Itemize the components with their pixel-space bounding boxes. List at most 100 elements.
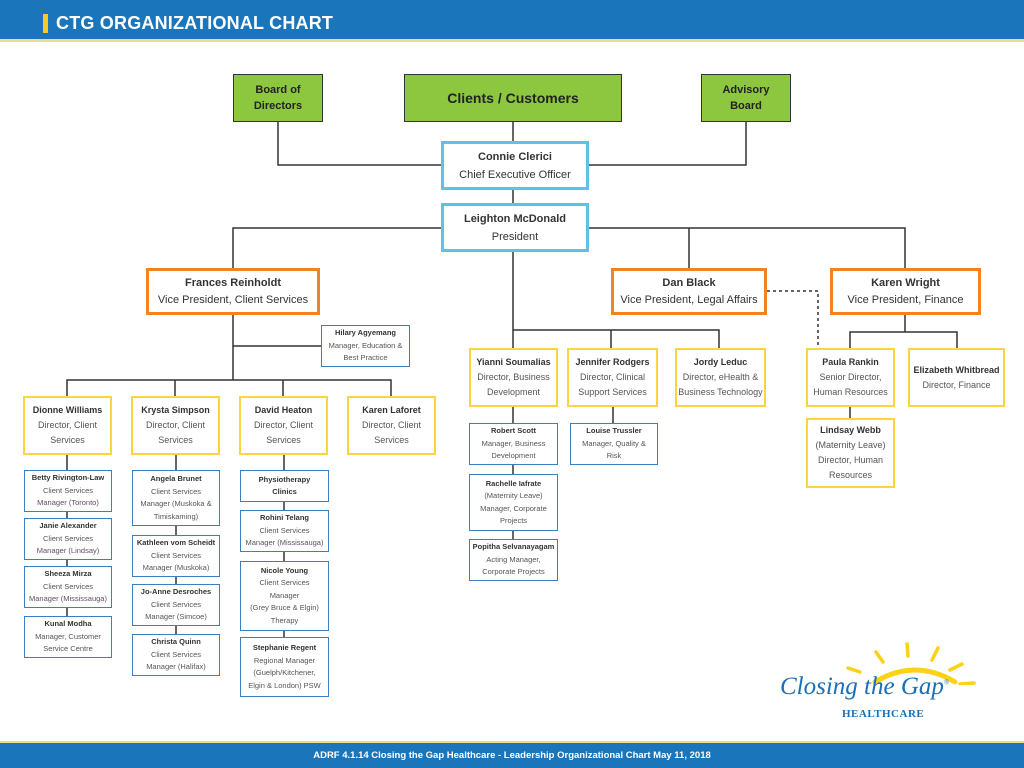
logo-subtext: HEALTHCARE [842, 708, 925, 720]
person-title: Director, Finance [922, 379, 991, 390]
person-title: Vice President, Client Services [157, 293, 309, 306]
person-name: Leighton McDonald [463, 212, 567, 225]
person-title: Client Services Manager (Grey Bruce & El… [250, 578, 319, 625]
person-title: Client Services Manager (Muskoka & Timis… [140, 486, 212, 521]
person-name: Yianni Soumalias [476, 357, 551, 367]
person-title: President [491, 230, 539, 243]
person-name: David Heaton [254, 405, 313, 415]
person-name: Connie Clerici [478, 150, 552, 163]
person-title: Director, Client Services [145, 420, 206, 445]
board-label: Board of Directors [253, 84, 303, 112]
person-title: Regional Manager (Guelph/Kitchener, Elgi… [248, 655, 321, 690]
person-title: Client Services Manager (Simcoe) [145, 599, 207, 622]
person-title: (Maternity Leave) Director, Human Resour… [815, 440, 886, 480]
person-name: Louise Trussler [586, 426, 642, 436]
person-title: Client Services Manager (Muskoka) [142, 550, 210, 573]
person-title: Client Services Manager (Mississauga) [29, 581, 107, 604]
manager-box: Physiotherapy Clinics [240, 470, 329, 502]
person-title: Director, Business Development [477, 372, 550, 397]
person-title: Client Services Manager (Lindsay) [36, 533, 100, 556]
header: CTG ORGANIZATIONAL CHART [0, 0, 1024, 42]
person-name: Elizabeth Whitbread [913, 364, 1000, 375]
person-name: Rachelle Iafrate [485, 478, 542, 488]
registered-mark: ® [943, 678, 950, 687]
person-title: Client Services Manager (Toronto) [37, 485, 99, 508]
person-name: Frances Reinholdt [185, 276, 281, 289]
logo-text: Closing the Gap [780, 673, 944, 700]
person-name: Dan Black [662, 276, 716, 289]
person-title: Client Services Manager (Halifax) [146, 649, 206, 672]
person-name: Christa Quinn [151, 637, 201, 647]
person-name: Physiotherapy Clinics [258, 474, 311, 497]
person-name: Angela Brunet [150, 474, 202, 483]
person-name: Kunal Modha [44, 619, 92, 629]
person-name: Sheeza Mirza [44, 569, 92, 579]
person-title: Vice President, Legal Affairs [620, 293, 758, 306]
person-name: Jo-Anne Desroches [140, 587, 212, 597]
person-name: Karen Wright [871, 276, 940, 289]
person-title: Director, Client Services [37, 420, 98, 445]
sun-icon [846, 642, 976, 685]
footer-text: ADRF 4.1.14 Closing the Gap Healthcare -… [313, 750, 711, 761]
person-name: Jennifer Rodgers [575, 357, 650, 367]
person-name: Karen Laforet [362, 405, 421, 415]
person-name: Janie Alexander [39, 521, 97, 531]
person-name: Rohini Telang [259, 513, 310, 523]
person-title: Director, eHealth & Business Technology [678, 372, 763, 397]
person-name: Popitha Selvanayagam [472, 542, 555, 552]
manager-box: Rachelle Iafrate(Maternity Leave) Manage… [469, 474, 558, 531]
director-box: Lindsay Webb(Maternity Leave) Director, … [806, 418, 895, 488]
person-title: Senior Director, Human Resources [813, 372, 888, 397]
person-title: Director, Clinical Support Services [578, 372, 647, 397]
advisory-board-box: Advisory Board [701, 74, 791, 122]
person-title: Manager, Quality & Risk [582, 438, 646, 461]
person-title: Manager, Business Development [481, 438, 546, 461]
person-title: Director, Client Services [253, 420, 314, 445]
person-title: Chief Executive Officer [459, 168, 571, 181]
person-name: Jordy Leduc [693, 357, 748, 367]
person-name: Betty Rivington-Law [31, 473, 105, 483]
person-name: Hilary Agyemang [335, 328, 396, 338]
person-title: Director, Client Services [361, 420, 422, 445]
person-name: Nicole Young [260, 565, 309, 575]
advisory-label: Advisory Board [722, 84, 770, 112]
person-title: Manager, Education & Best Practice [328, 340, 403, 363]
clients-customers-box: Clients / Customers [404, 74, 622, 122]
person-name: Kathleen vom Scheidt [136, 538, 216, 548]
clients-label: Clients / Customers [447, 90, 579, 106]
footer: ADRF 4.1.14 Closing the Gap Healthcare -… [0, 741, 1024, 768]
person-name: Paula Rankin [822, 357, 879, 367]
closing-the-gap-logo: Closing the Gap® HEALTHCARE [780, 640, 980, 725]
person-name: Krysta Simpson [141, 405, 210, 415]
person-title: Manager, Customer Service Centre [35, 631, 101, 654]
person-name: Robert Scott [491, 426, 536, 436]
board-of-directors-box: Board of Directors [233, 74, 323, 122]
person-name: Dionne Williams [32, 405, 103, 415]
person-title: Acting Manager, Corporate Projects [482, 554, 545, 577]
person-title: Client Services Manager (Mississauga) [245, 525, 324, 548]
